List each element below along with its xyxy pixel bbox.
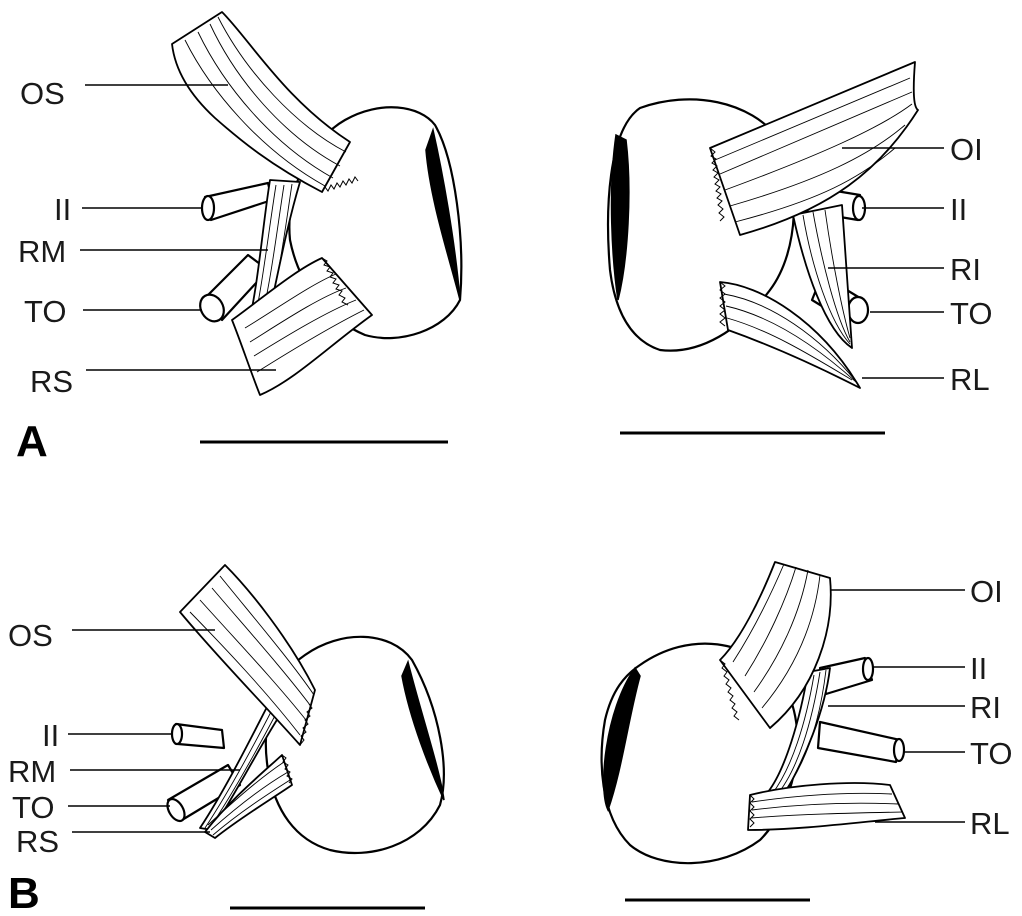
label-a-right-oi: OI (950, 132, 983, 167)
label-b-left-rm: RM (8, 754, 56, 789)
label-b-left-os: OS (8, 618, 53, 653)
label-b-left-ii: II (42, 718, 59, 753)
nerve-ii-a-left (205, 183, 272, 220)
label-a-left-rs: RS (30, 364, 73, 399)
label-a-right-to: TO (950, 296, 993, 331)
label-a-right-ri: RI (950, 252, 981, 287)
nerve-ii-b-right-end (863, 658, 873, 680)
panel-a-right-drawing (608, 62, 944, 433)
nerve-ii-b-left (176, 724, 224, 748)
label-b-right-ii: II (970, 651, 987, 686)
optic-nerve-b-right-end (894, 739, 904, 761)
optic-nerve-b-right (818, 722, 900, 762)
label-a-right-ii: II (950, 192, 967, 227)
muscle-rl-b-right (748, 783, 905, 830)
muscle-os-b-left (180, 565, 315, 745)
panel-label-b: B (8, 869, 40, 916)
label-b-right-ri: RI (970, 690, 1001, 725)
nerve-ii-b-left-end (172, 724, 182, 744)
nerve-ii-a-left-end (202, 196, 214, 220)
label-a-left-rm: RM (18, 234, 66, 269)
label-a-right-rl: RL (950, 362, 990, 397)
label-a-left-to: TO (24, 294, 67, 329)
panel-b-left-drawing (68, 565, 444, 908)
label-b-right-oi: OI (970, 574, 1003, 609)
label-b-left-to: TO (12, 790, 55, 825)
label-a-left-ii: II (54, 192, 71, 227)
optic-nerve-a-right-end (848, 297, 868, 323)
panel-a-left-drawing (80, 12, 461, 442)
label-a-left-os: OS (20, 76, 65, 111)
panel-label-a: A (16, 417, 48, 466)
label-b-right-rl: RL (970, 806, 1010, 841)
panel-b-right-drawing (602, 562, 965, 900)
label-b-right-to: TO (970, 736, 1013, 771)
label-b-left-rs: RS (16, 824, 59, 859)
